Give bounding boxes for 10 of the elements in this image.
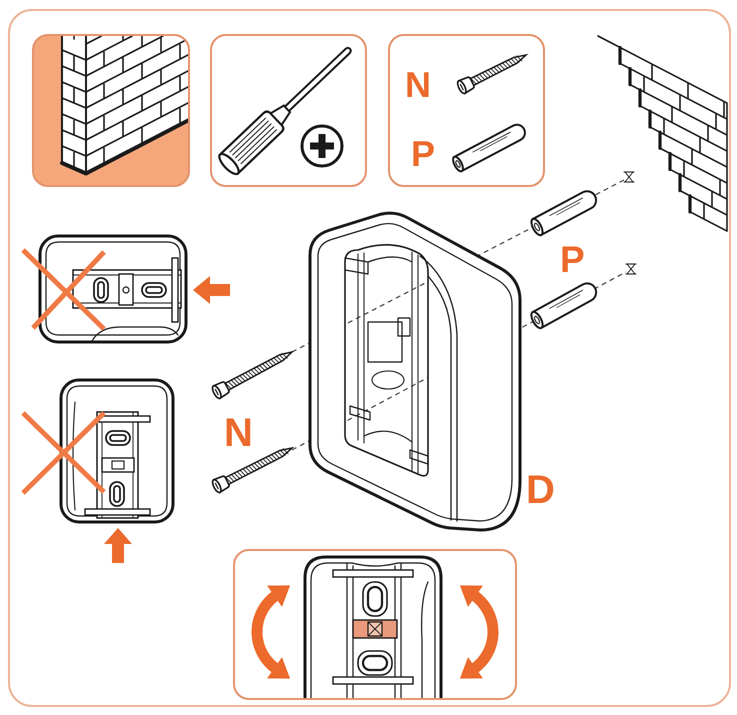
screwdriver-panel bbox=[210, 34, 367, 187]
brick-wall-panel bbox=[32, 34, 190, 187]
parts-panel bbox=[388, 34, 545, 187]
instruction-frame bbox=[8, 9, 731, 707]
part-label: N bbox=[405, 67, 431, 103]
part-label: P bbox=[560, 241, 585, 278]
part-label: N bbox=[224, 413, 253, 453]
part-label: D bbox=[526, 470, 555, 510]
part-label: P bbox=[411, 136, 436, 172]
bracket-rotation-panel bbox=[233, 549, 517, 700]
